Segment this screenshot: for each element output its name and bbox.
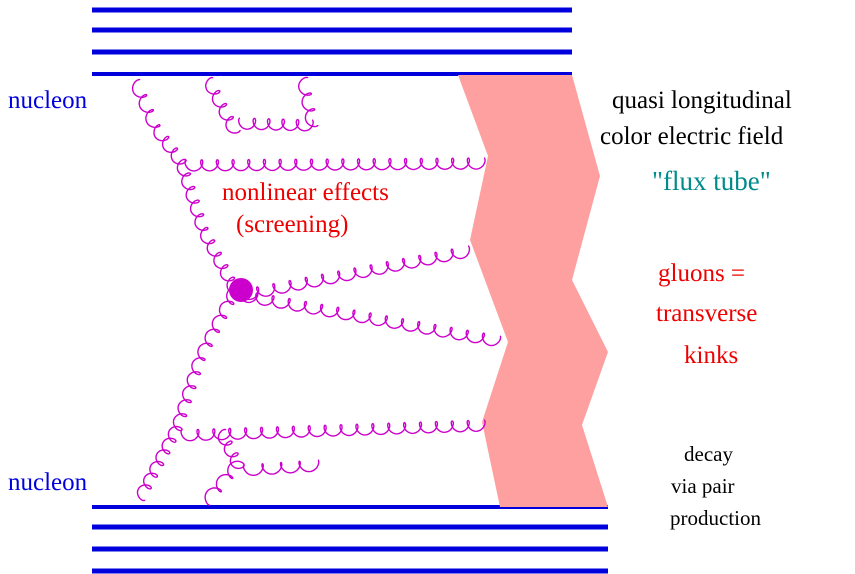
- nonlinear-label-line1: nonlinear effects: [222, 179, 389, 206]
- nucleon-top-label: nucleon: [8, 87, 88, 114]
- gluon-line: [242, 459, 320, 476]
- decay-label-line1: decay: [684, 442, 733, 466]
- flux-tube-label: "flux tube": [652, 166, 771, 196]
- gluons-label-line3: kinks: [684, 342, 739, 369]
- gluon-line: [239, 245, 471, 301]
- bottom-nucleon-lines: [92, 505, 608, 574]
- field-label-line1: quasi longitudinal: [612, 87, 792, 114]
- gluon-line: [180, 419, 486, 442]
- gluon-line: [197, 286, 242, 362]
- nonlinear-label-line2: (screening): [236, 211, 349, 238]
- gluon-line: [131, 78, 161, 128]
- top-nucleon-lines: [92, 7, 572, 76]
- gluon-vertex-dot: [229, 278, 253, 302]
- gluon-line: [200, 226, 242, 294]
- decay-label-line2: via pair: [671, 474, 735, 498]
- gluon-line: [153, 124, 187, 165]
- field-label-line2: color electric field: [600, 123, 784, 150]
- gluon-line: [204, 460, 245, 506]
- gluon-line: [176, 158, 209, 231]
- gluon-line: [204, 76, 241, 134]
- gluon-line: [297, 76, 319, 128]
- gluons-label-line1: gluons =: [658, 260, 746, 287]
- gluon-line: [172, 357, 206, 432]
- gluon-line: [238, 117, 314, 132]
- nucleon-bottom-label: nucleon: [8, 469, 88, 496]
- decay-label-line3: production: [670, 506, 761, 530]
- gluon-line: [184, 157, 486, 172]
- gluon-line: [136, 425, 183, 502]
- gluons-label-line2: transverse: [656, 300, 758, 327]
- gluon-line: [238, 289, 502, 347]
- flux-tube-shape: [458, 75, 608, 507]
- gluon-lines: [131, 76, 502, 506]
